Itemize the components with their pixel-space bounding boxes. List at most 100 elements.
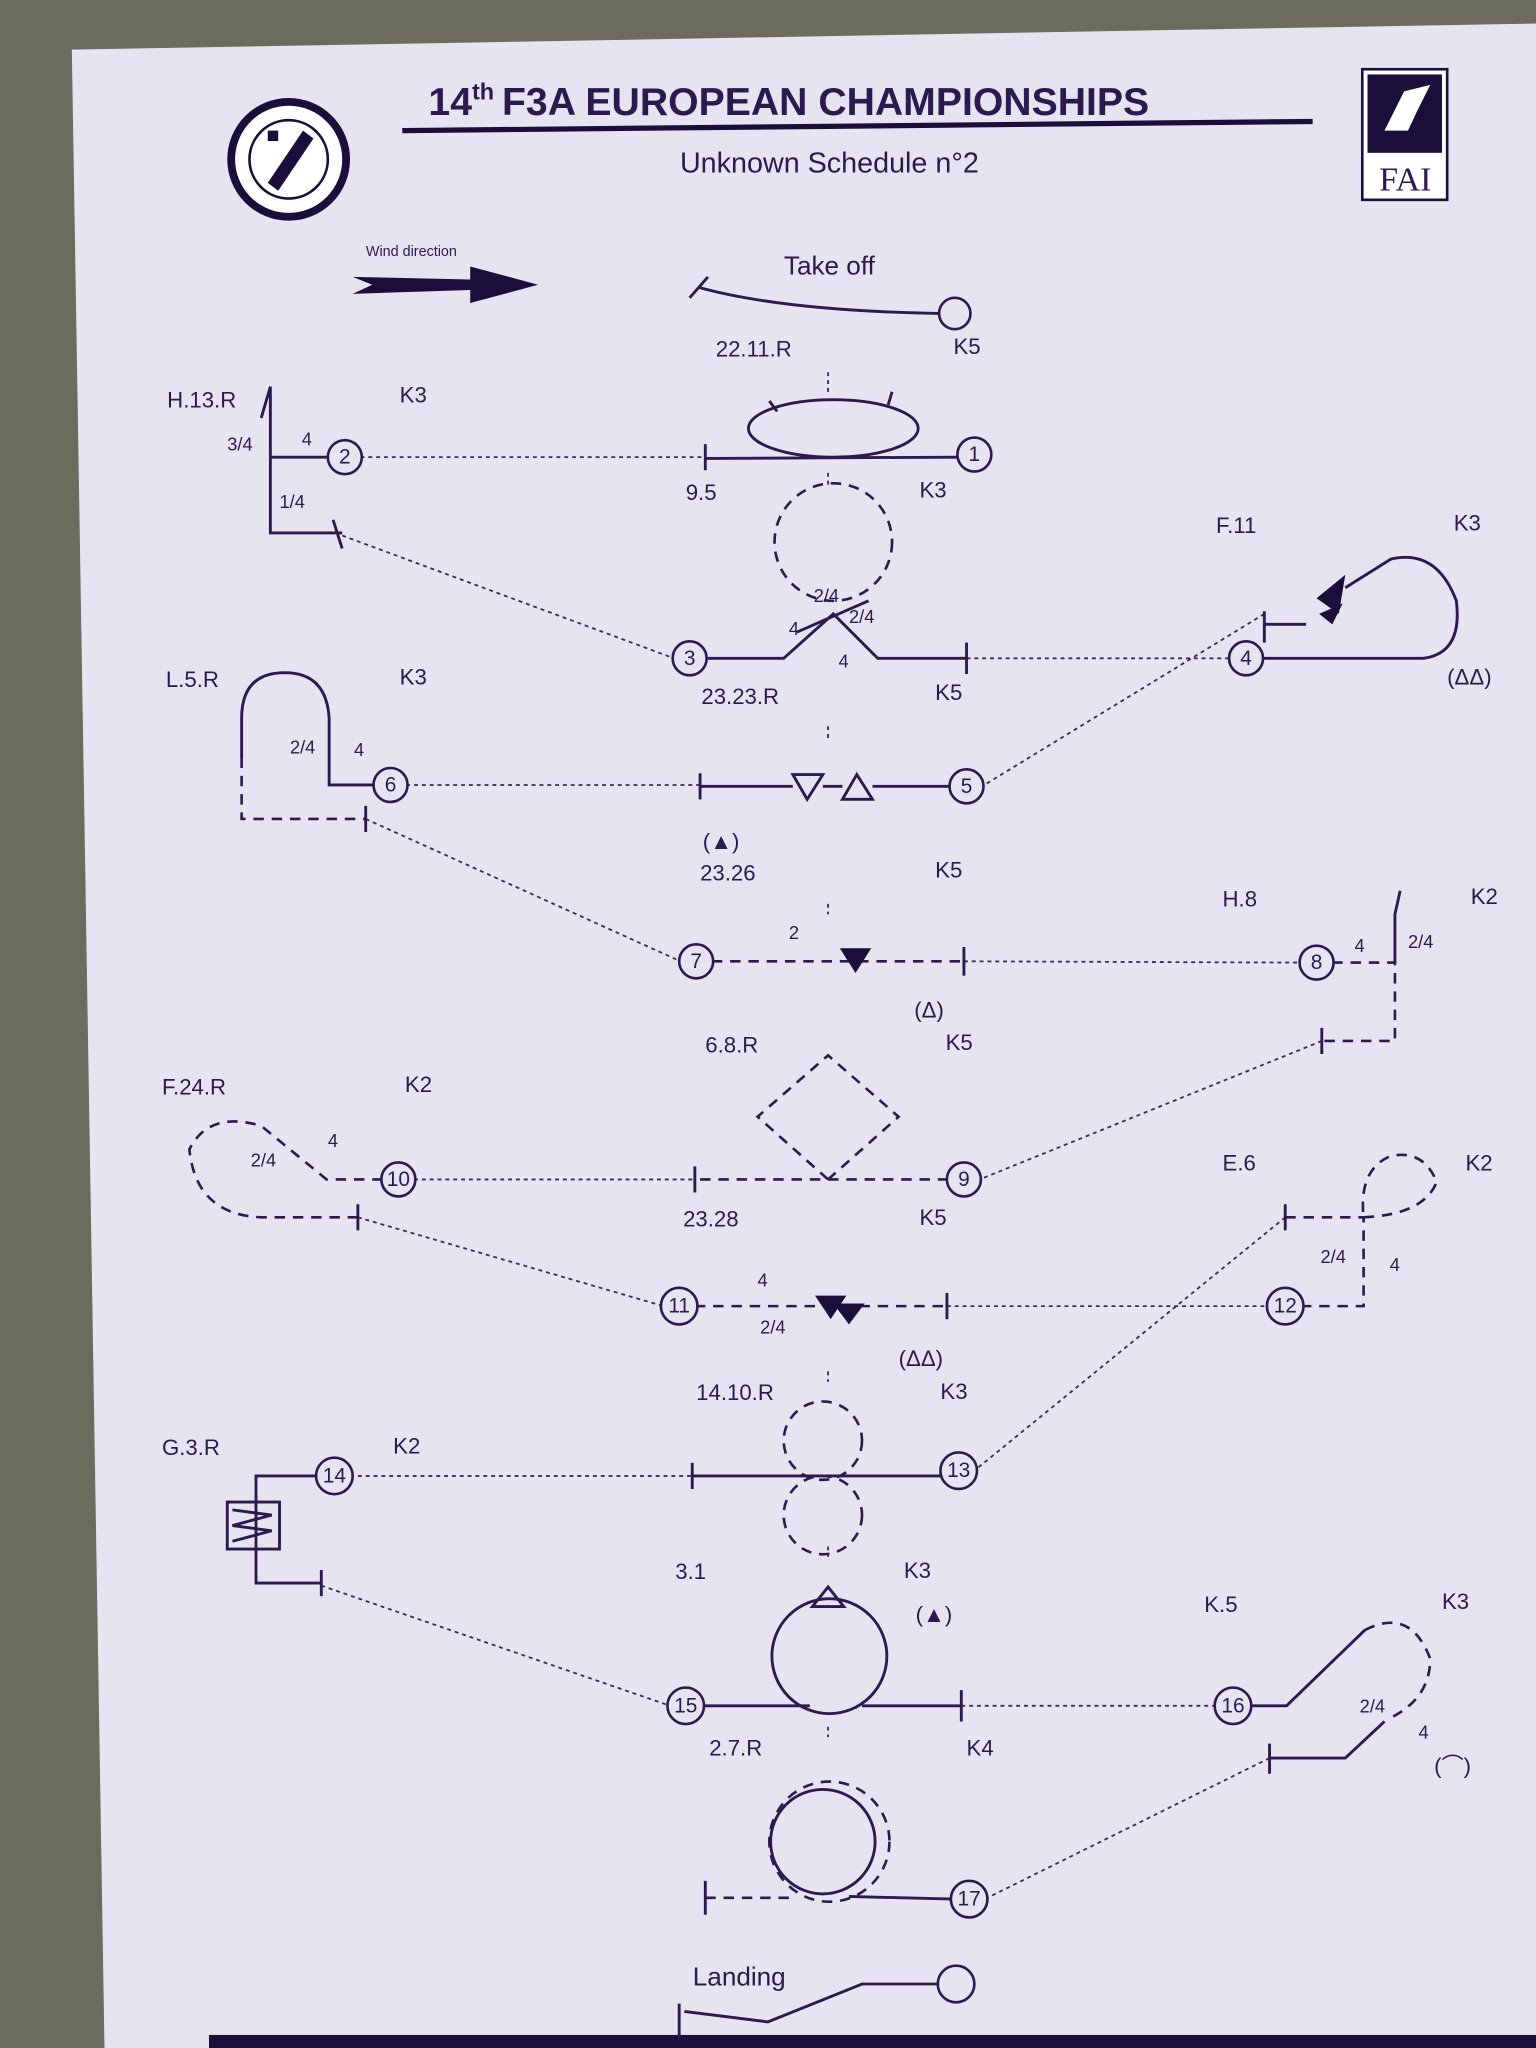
figure-17: 17 bbox=[949, 1879, 989, 1919]
connectors bbox=[321, 372, 1323, 1900]
svg-text:F.24.R: F.24.R bbox=[162, 1075, 226, 1100]
takeoff-code: 22.11.R bbox=[716, 337, 792, 362]
svg-text:9: 9 bbox=[958, 1168, 970, 1191]
svg-text:14: 14 bbox=[323, 1464, 346, 1487]
landing-label: Landing bbox=[693, 1961, 786, 1991]
svg-text:K3: K3 bbox=[400, 382, 427, 407]
svg-text:2/4: 2/4 bbox=[1320, 1246, 1345, 1267]
svg-text:G.3.R: G.3.R bbox=[162, 1435, 220, 1460]
figure-10: 10 bbox=[380, 1161, 417, 1198]
figure-4: 4 bbox=[1227, 639, 1265, 677]
svg-text:H.8: H.8 bbox=[1223, 886, 1258, 911]
svg-text:2/4: 2/4 bbox=[814, 585, 839, 606]
svg-text:F.11: F.11 bbox=[1216, 513, 1256, 538]
svg-text:17: 17 bbox=[958, 1888, 981, 1911]
takeoff-label: Take off bbox=[784, 250, 876, 280]
svg-text:10: 10 bbox=[387, 1168, 410, 1191]
svg-text:(ΔΔ): (ΔΔ) bbox=[1447, 664, 1491, 689]
figure-11: 11 bbox=[659, 1286, 699, 1326]
svg-text:23.26: 23.26 bbox=[700, 860, 756, 885]
svg-text:L.5.R: L.5.R bbox=[166, 667, 219, 692]
figure-1: 1 bbox=[956, 436, 993, 473]
svg-text:4: 4 bbox=[1354, 935, 1364, 956]
svg-text:(Δ): (Δ) bbox=[914, 997, 944, 1022]
svg-text:6.8.R: 6.8.R bbox=[705, 1033, 758, 1058]
svg-text:K2: K2 bbox=[1465, 1150, 1492, 1175]
svg-text:K3: K3 bbox=[400, 664, 427, 689]
figure-3: 3 bbox=[671, 639, 708, 677]
svg-text:(▲): (▲) bbox=[916, 1602, 953, 1627]
svg-text:6: 6 bbox=[385, 773, 397, 796]
svg-text:4: 4 bbox=[328, 1130, 338, 1151]
svg-text:(ΔΔ): (ΔΔ) bbox=[899, 1346, 943, 1371]
svg-text:2/4: 2/4 bbox=[760, 1317, 785, 1338]
svg-text:K.5: K.5 bbox=[1204, 1592, 1237, 1617]
bottom-bar bbox=[208, 2034, 1536, 2048]
svg-text:2/4: 2/4 bbox=[251, 1149, 276, 1170]
svg-text:K2: K2 bbox=[405, 1072, 432, 1097]
svg-text:2: 2 bbox=[789, 922, 799, 943]
svg-text:4: 4 bbox=[789, 618, 799, 639]
svg-text:1: 1 bbox=[969, 443, 981, 466]
svg-text:3/4: 3/4 bbox=[227, 434, 252, 455]
svg-text:4: 4 bbox=[354, 739, 364, 760]
svg-text:4: 4 bbox=[302, 428, 312, 449]
svg-text:FAI: FAI bbox=[1379, 162, 1431, 199]
svg-text:4: 4 bbox=[839, 650, 849, 671]
svg-text:H.13.R: H.13.R bbox=[167, 388, 236, 413]
svg-text:K5: K5 bbox=[946, 1030, 973, 1055]
svg-text:1/4: 1/4 bbox=[280, 491, 305, 512]
svg-text:2/4: 2/4 bbox=[290, 737, 315, 758]
paper bbox=[71, 23, 1536, 2048]
figure-2: 2 bbox=[326, 438, 364, 476]
figure-7: 7 bbox=[677, 943, 715, 980]
svg-text:15: 15 bbox=[674, 1694, 697, 1717]
svg-text:2/4: 2/4 bbox=[849, 606, 874, 627]
svg-text:K3: K3 bbox=[1442, 1589, 1469, 1614]
svg-text:12: 12 bbox=[1274, 1295, 1297, 1318]
figure-14: 14 bbox=[314, 1456, 354, 1496]
subtitle: Unknown Schedule n°2 bbox=[680, 147, 979, 179]
figure-6: 6 bbox=[372, 766, 409, 804]
svg-text:(▲): (▲) bbox=[703, 829, 740, 854]
figure-8: 8 bbox=[1298, 944, 1335, 981]
figure-5: 5 bbox=[948, 767, 985, 805]
svg-text:4: 4 bbox=[758, 1270, 768, 1291]
event-logo bbox=[227, 97, 351, 221]
wind-arrow-icon bbox=[352, 266, 539, 304]
svg-text:K2: K2 bbox=[393, 1434, 420, 1459]
svg-text:7: 7 bbox=[690, 950, 702, 973]
svg-text:11: 11 bbox=[668, 1295, 690, 1318]
svg-text:13: 13 bbox=[947, 1459, 970, 1482]
figure-16: 16 bbox=[1213, 1686, 1253, 1726]
svg-text:K5: K5 bbox=[920, 1205, 947, 1230]
figure-12: 12 bbox=[1265, 1286, 1305, 1326]
figure-15: 15 bbox=[666, 1686, 706, 1726]
svg-text:4: 4 bbox=[1418, 1721, 1428, 1742]
svg-text:(⌒): (⌒) bbox=[1434, 1754, 1471, 1779]
svg-text:E.6: E.6 bbox=[1223, 1150, 1256, 1175]
fai-logo: FAI bbox=[1360, 67, 1449, 202]
figure-13: 13 bbox=[939, 1451, 979, 1491]
wind-direction-label: Wind direction bbox=[366, 244, 457, 260]
svg-text:23.23.R: 23.23.R bbox=[701, 684, 779, 709]
svg-text:K5: K5 bbox=[935, 858, 962, 883]
svg-text:K2: K2 bbox=[1471, 884, 1498, 909]
takeoff-k: K5 bbox=[953, 334, 980, 359]
svg-text:16: 16 bbox=[1221, 1694, 1244, 1717]
svg-text:K3: K3 bbox=[940, 1379, 967, 1404]
svg-text:3: 3 bbox=[684, 647, 696, 670]
figure-9: 9 bbox=[945, 1161, 983, 1198]
svg-text:K4: K4 bbox=[967, 1735, 994, 1760]
svg-text:K5: K5 bbox=[935, 680, 962, 705]
svg-text:14.10.R: 14.10.R bbox=[696, 1380, 774, 1405]
figure-numbers: 1 2 3 4 5 6 7 8 9 10 11 12 13 14 15 16 1… bbox=[314, 436, 1335, 1919]
svg-text:3.1: 3.1 bbox=[675, 1559, 706, 1584]
svg-text:2.7.R: 2.7.R bbox=[709, 1735, 762, 1760]
svg-text:9.5: 9.5 bbox=[686, 480, 717, 505]
svg-text:2: 2 bbox=[339, 446, 351, 469]
svg-text:2/4: 2/4 bbox=[1408, 931, 1433, 952]
svg-text:23.28: 23.28 bbox=[683, 1206, 739, 1231]
